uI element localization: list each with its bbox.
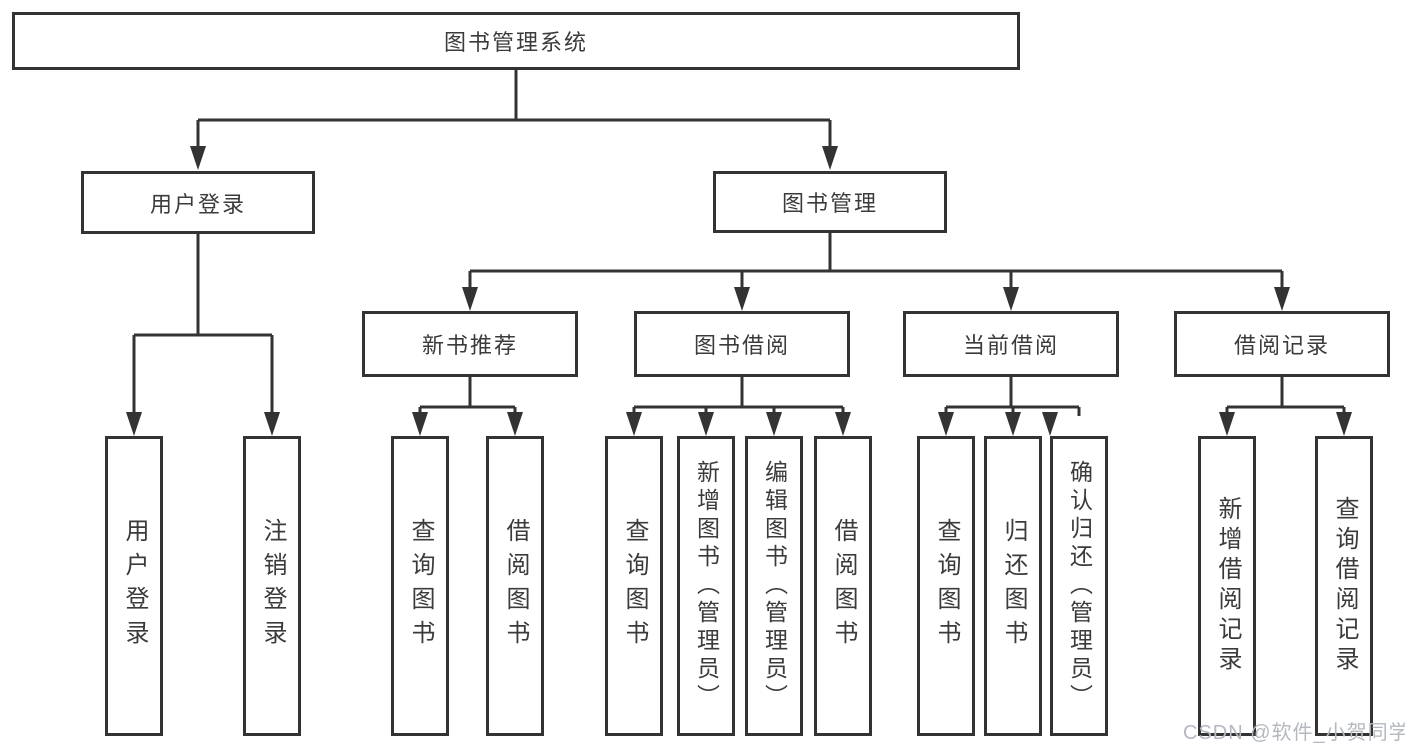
leaf-records-add-record: 新增借阅记录 [1198,436,1256,736]
leaf-borrow-borrow-book: 借阅图书 [814,436,872,736]
leaf-logout-label: 注销登录 [259,518,286,654]
leaf-current-return-book: 归还图书 [984,436,1042,736]
leaf-user-login-label: 用户登录 [121,518,148,654]
leaf-recommend-borrow-book-label: 借阅图书 [502,518,529,654]
node-book-management: 图书管理 [713,171,947,233]
node-book-borrow-label: 图书借阅 [693,333,790,358]
arrowheads [126,146,1352,436]
connector-book-management-to-level3 [468,233,1284,290]
node-current-borrow-label: 当前借阅 [962,333,1059,358]
leaf-current-query-book-label: 查询图书 [933,518,960,654]
leaf-logout: 注销登录 [243,436,301,736]
leaf-current-query-book: 查询图书 [917,436,975,736]
leaf-recommend-borrow-book: 借阅图书 [486,436,544,736]
leaf-borrow-add-book-label: 新增图书（管理员） [693,460,720,712]
node-root: 图书管理系统 [12,12,1020,70]
node-user-login-label: 用户登录 [149,191,246,217]
node-user-login: 用户登录 [81,171,315,234]
leaf-borrow-edit-book-label: 编辑图书（管理员） [761,460,788,712]
leaf-borrow-query-book: 查询图书 [605,436,663,736]
leaf-user-login: 用户登录 [105,436,163,736]
leaf-borrow-query-book-label: 查询图书 [621,518,648,654]
connector-new-book-recommend-to-leaves [418,377,517,416]
connector-root-to-level2 [196,70,832,150]
watermark: CSDN @软件_小贺同学 [1183,722,1405,744]
node-current-borrow: 当前借阅 [903,311,1119,377]
leaf-records-query-record: 查询借阅记录 [1315,436,1373,736]
connector-book-borrow-to-leaves [632,377,845,416]
leaf-borrow-edit-book: 编辑图书（管理员） [745,436,803,736]
node-book-borrow: 图书借阅 [634,311,850,377]
node-root-label: 图书管理系统 [443,30,588,55]
node-borrow-records: 借阅记录 [1174,311,1390,377]
connector-user-login-to-leaves [132,234,274,414]
node-book-management-label: 图书管理 [781,191,878,216]
node-new-book-recommend-label: 新书推荐 [421,333,518,358]
node-borrow-records-label: 借阅记录 [1233,333,1330,358]
node-new-book-recommend: 新书推荐 [362,311,578,377]
connector-current-borrow-to-leaves [944,377,1081,416]
leaf-recommend-query-book: 查询图书 [391,436,449,736]
leaf-current-confirm-return: 确认归还（管理员） [1050,436,1108,736]
leaf-current-return-book-label: 归还图书 [1000,518,1027,654]
leaf-records-query-record-label: 查询借阅记录 [1331,496,1358,676]
leaf-current-confirm-return-label: 确认归还（管理员） [1066,460,1093,712]
leaf-records-add-record-label: 新增借阅记录 [1214,496,1241,676]
leaf-borrow-borrow-book-label: 借阅图书 [830,518,857,654]
leaf-borrow-add-book: 新增图书（管理员） [677,436,735,736]
connector-borrow-records-to-leaves [1225,377,1346,416]
leaf-recommend-query-book-label: 查询图书 [407,518,434,654]
